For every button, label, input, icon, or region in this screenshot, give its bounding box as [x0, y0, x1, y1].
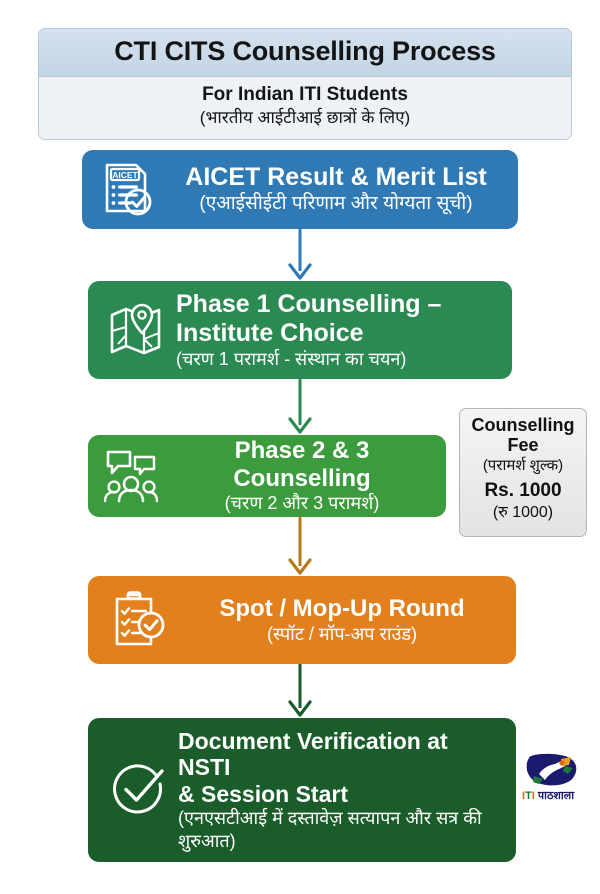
logo-letter-i2: I	[531, 790, 535, 802]
arrow-down-icon	[282, 664, 318, 718]
flow-step-labels: Phase 1 Counselling – Institute Choice (…	[174, 290, 512, 370]
flow-step-spot-mop-up-round[interactable]: Spot / Mop-Up Round (स्पॉट / मॉप-अप राउं…	[88, 576, 516, 664]
arrow-down-icon	[282, 379, 318, 435]
flow-step-document-verification[interactable]: Document Verification at NSTI & Session …	[88, 718, 516, 862]
flow-step-label-english-line2: Institute Choice	[176, 318, 364, 347]
flow-step-labels: AICET Result & Merit List (एआईसीईटी परिण…	[164, 163, 518, 216]
logo-wordmark: ITI पाठशाला	[522, 788, 584, 803]
check-circle-icon	[88, 761, 178, 819]
counselling-fee-card: Counselling Fee (परामर्श शुल्क) Rs. 1000…	[459, 408, 587, 537]
logo-letter-i1: I	[522, 790, 526, 802]
map-pin-icon	[88, 301, 174, 359]
arrow-down-icon	[282, 229, 318, 281]
flow-step-aicet-result[interactable]: AICET AICET Result & Merit List (एआईसीईट…	[82, 150, 518, 229]
flow-step-label-hindi: (एनएसटीआई में दस्तावेज़ सत्यापन और सत्र …	[178, 808, 482, 851]
fee-title-hindi: (परामर्श शुल्क)	[482, 456, 564, 474]
flow-step-label-hindi: (चरण 1 परामर्श - संस्थान का चयन)	[176, 348, 407, 369]
fee-amount-hindi: (रु 1000)	[492, 504, 554, 522]
svg-text:AICET: AICET	[112, 170, 138, 180]
fee-title-line1: Counselling	[471, 415, 575, 435]
flow-step-labels: Spot / Mop-Up Round (स्पॉट / मॉप-अप राउं…	[178, 595, 516, 645]
flow-step-phase-1-counselling[interactable]: Phase 1 Counselling – Institute Choice (…	[88, 281, 512, 379]
flow-step-label-english-line1: Document Verification at NSTI	[178, 727, 448, 781]
logo-letter-t: T	[525, 790, 532, 802]
header-subtitle-hindi: (भारतीय आईटीआई छात्रों के लिए)	[199, 108, 411, 128]
flow-step-label-english: AICET Result & Merit List	[185, 163, 487, 192]
page-title: CTI CITS Counselling Process	[114, 36, 496, 66]
clipboard-check-icon	[88, 590, 178, 650]
fee-title-line2: Fee	[507, 434, 539, 455]
header-card: CTI CITS Counselling Process For Indian …	[38, 28, 572, 140]
header-subtitle-english: For Indian ITI Students	[202, 83, 408, 105]
document-check-icon: AICET	[82, 161, 164, 219]
flow-step-label-hindi: (चरण 2 और 3 परामर्श)	[224, 493, 380, 514]
fee-amount: Rs. 1000	[484, 480, 562, 502]
flow-step-label-hindi: (एआईसीईटी परिणाम और योग्यता सूची)	[199, 193, 473, 214]
flow-step-phase-2-3-counselling[interactable]: Phase 2 & 3 Counselling (चरण 2 और 3 पराम…	[88, 435, 446, 517]
arrow-down-icon	[282, 517, 318, 576]
flow-step-label-english: Spot / Mop-Up Round	[219, 594, 465, 622]
logo-word-pathshala: पाठशाला	[537, 790, 575, 802]
header-title-band: CTI CITS Counselling Process	[39, 29, 571, 77]
iti-pathshala-logo-icon[interactable]: ITI पाठशाला	[521, 752, 583, 810]
group-chat-icon	[88, 448, 168, 504]
flow-step-labels: Document Verification at NSTI & Session …	[178, 728, 516, 852]
flow-step-label-hindi: (स्पॉट / मॉप-अप राउंड)	[266, 623, 418, 644]
flow-step-label-english: Phase 2 & 3 Counselling	[233, 437, 371, 492]
flow-step-label-english-line1: Phase 1 Counselling –	[176, 290, 442, 318]
flow-step-label-english-line2: & Session Start	[178, 780, 348, 807]
header-subtitle-band: For Indian ITI Students (भारतीय आईटीआई छ…	[39, 76, 571, 139]
flow-step-labels: Phase 2 & 3 Counselling (चरण 2 और 3 पराम…	[168, 437, 446, 515]
